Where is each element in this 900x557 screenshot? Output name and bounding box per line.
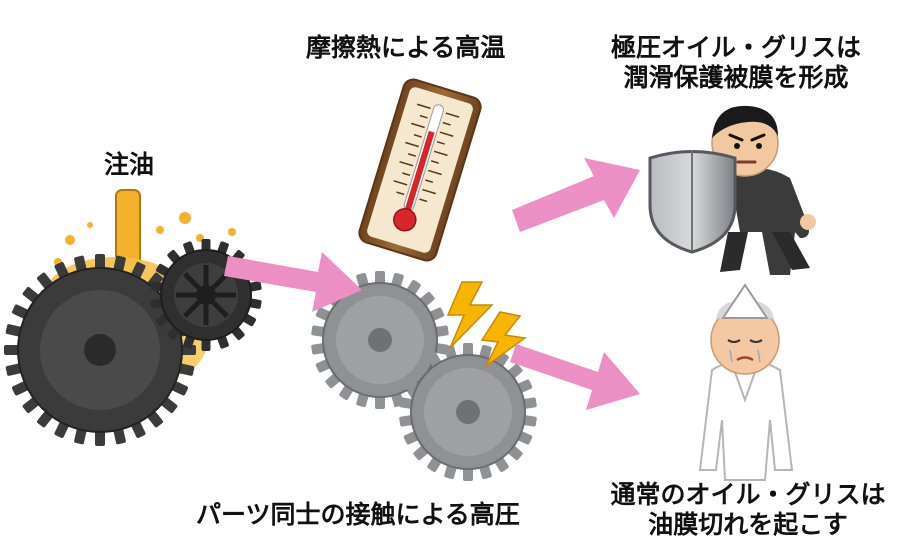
arrow-to-failure <box>510 344 640 410</box>
oil-drop <box>87 222 93 228</box>
label-friction-heat: 摩擦熱による高温 <box>306 33 506 62</box>
lightning-icon <box>446 281 527 367</box>
label-ep-line2: 潤滑保護被膜を形成 <box>623 63 849 92</box>
shield-icon <box>648 150 737 254</box>
label-oiling: 注油 <box>104 150 155 179</box>
dark-gear-large <box>4 254 196 446</box>
arrow-to-protection <box>512 158 640 232</box>
protected-person <box>648 105 816 275</box>
thermometer-icon <box>358 78 482 262</box>
label-contact-pressure: パーツ同士の接触による高圧 <box>196 500 520 529</box>
dark-gear-small <box>150 239 262 351</box>
oil-drop <box>179 212 191 224</box>
label-normal-grease: 通常のオイル・グリスは 油膜切れを起こす <box>608 480 888 540</box>
arrow-to-gears <box>224 252 362 312</box>
label-normal-line2: 油膜切れを起こす <box>648 510 848 539</box>
oil-drop <box>228 228 236 236</box>
label-ep-line1: 極圧オイル・グリスは <box>610 33 861 62</box>
grey-gear-bottom <box>399 343 537 481</box>
label-ep-grease: 極圧オイル・グリスは 潤滑保護被膜を形成 <box>604 33 868 93</box>
failed-person <box>698 283 794 481</box>
oil-drop <box>156 226 164 234</box>
oil-drop <box>65 235 75 245</box>
label-normal-line1: 通常のオイル・グリスは <box>610 480 886 509</box>
tenkan-headband-icon <box>721 283 769 319</box>
